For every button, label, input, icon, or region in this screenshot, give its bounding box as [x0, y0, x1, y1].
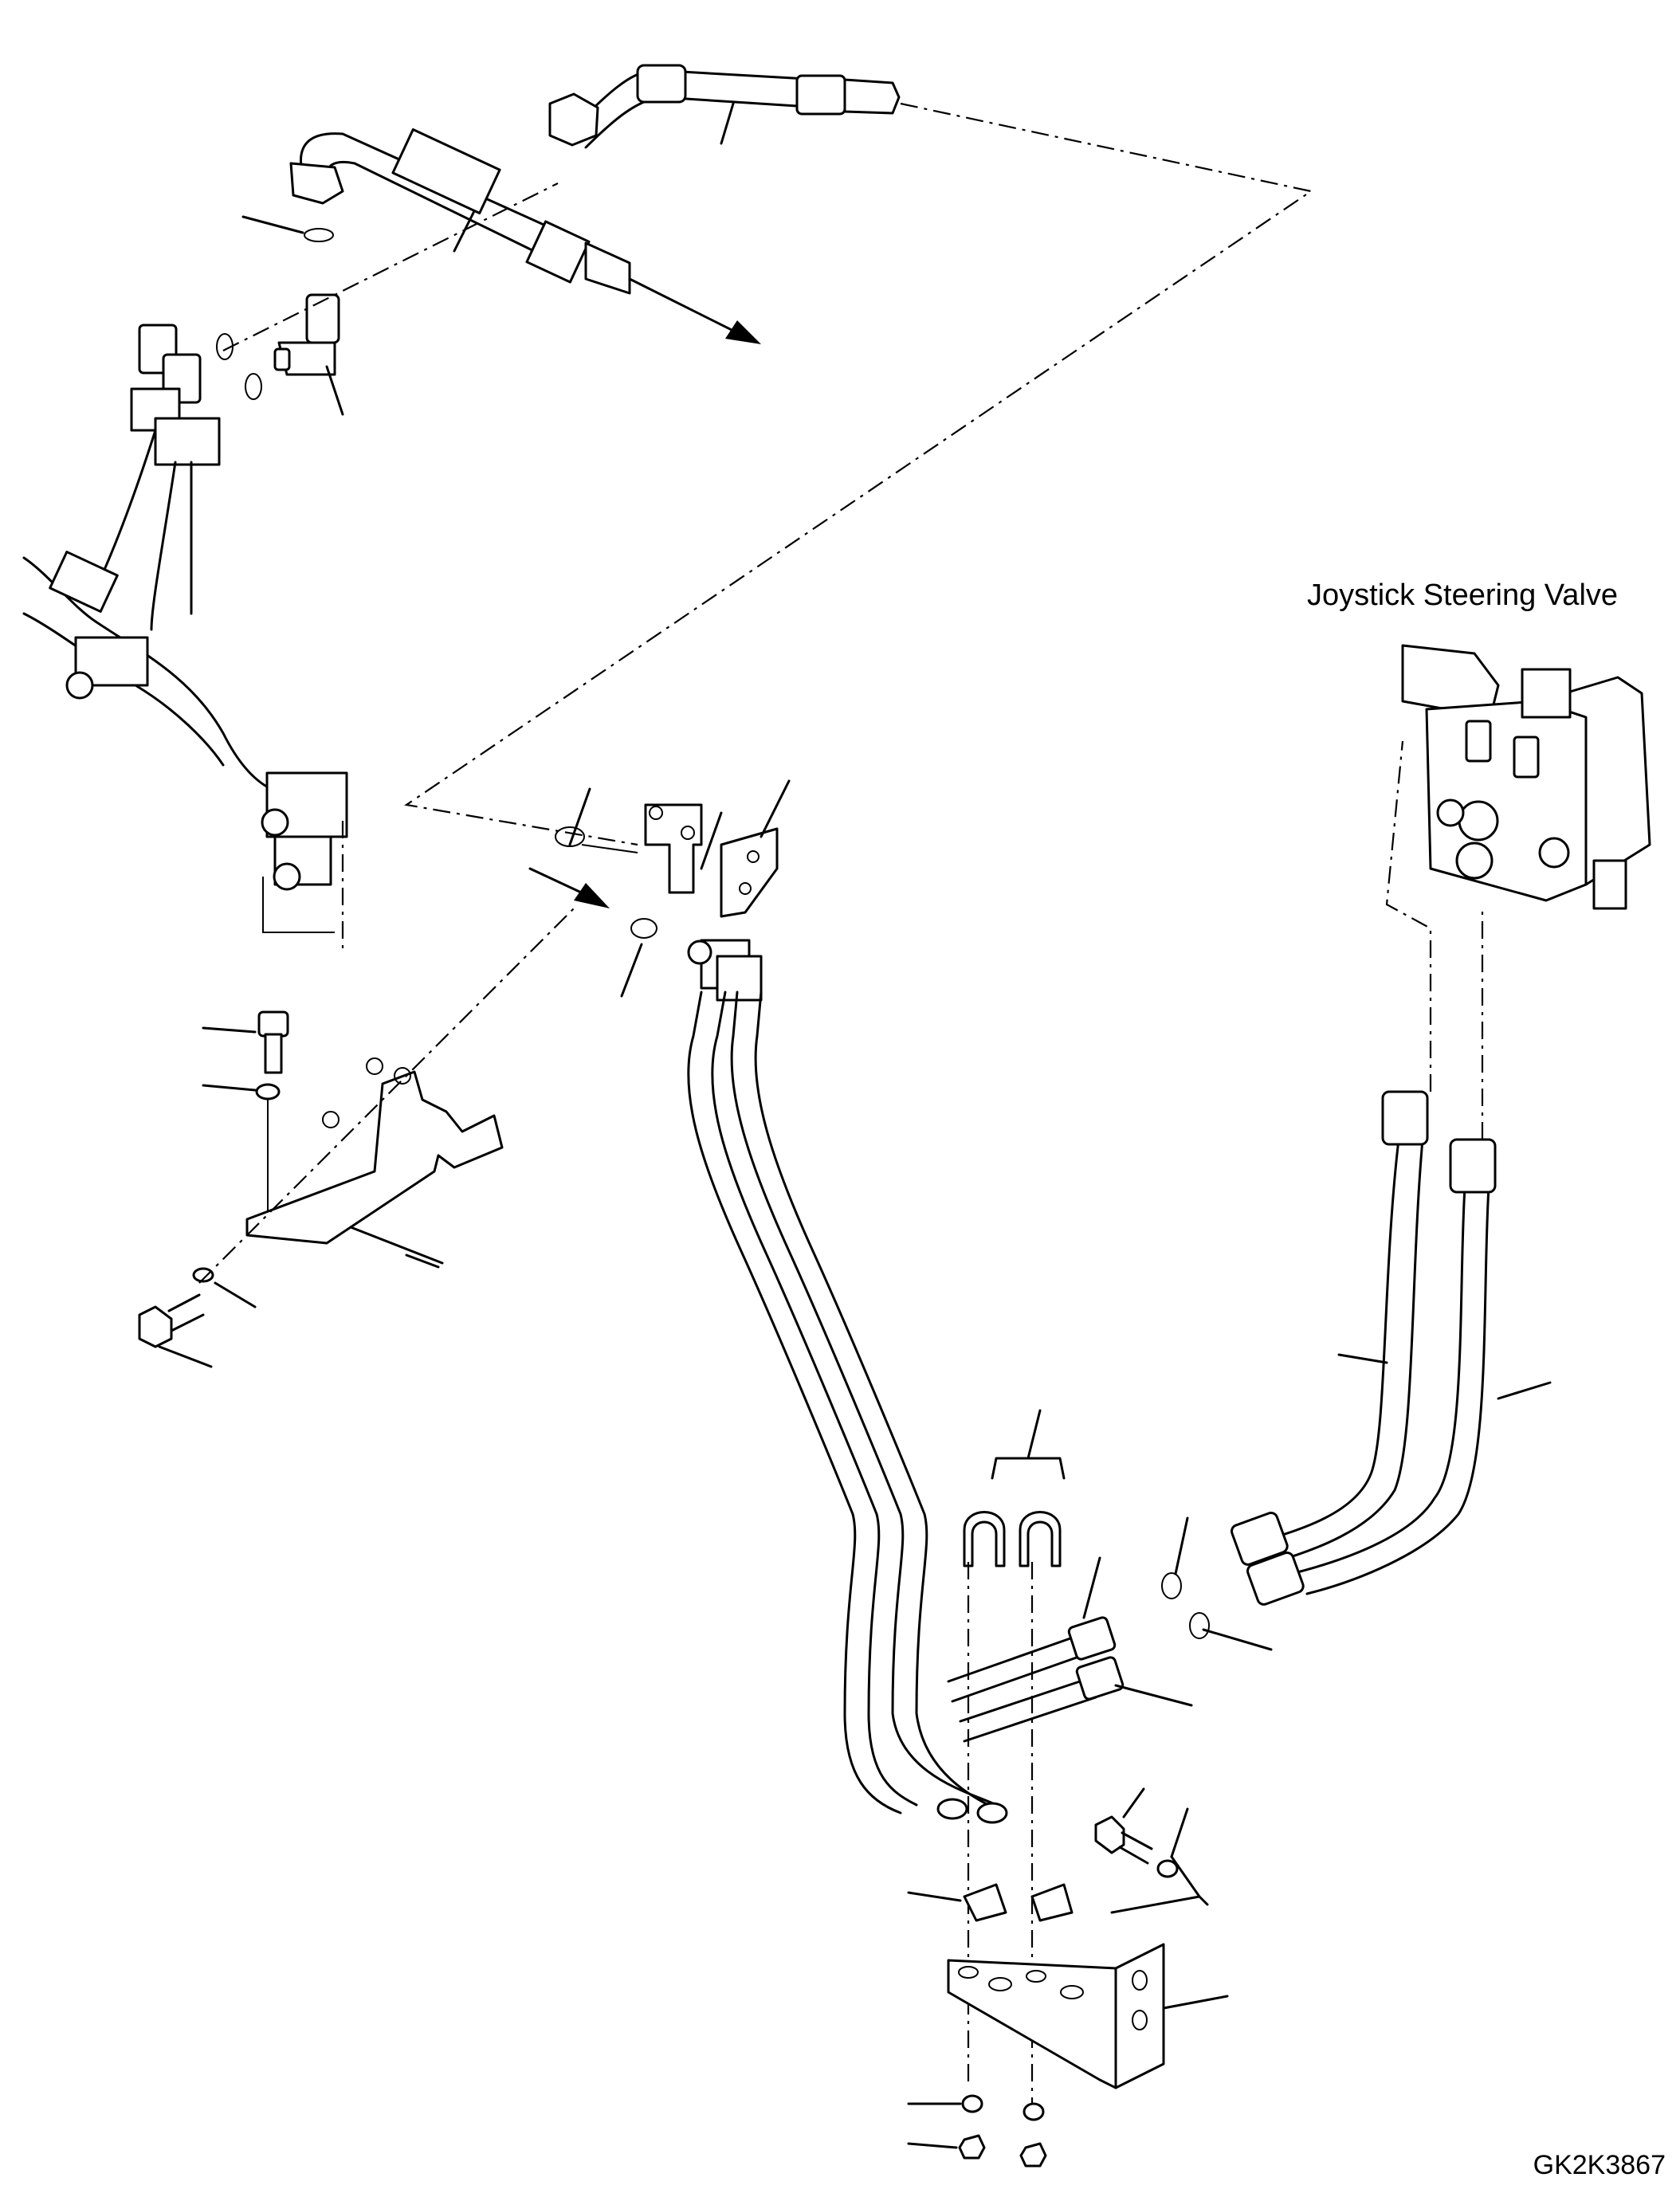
drawing-code: GK2K3867 — [1533, 2150, 1666, 2180]
valve-hoses — [1161, 740, 1552, 1651]
left-tube-assembly — [22, 324, 348, 948]
joystick-steering-valve — [1401, 644, 1651, 910]
bolt — [138, 1305, 173, 1348]
washer — [1156, 1859, 1179, 1878]
center-tube-assembly — [528, 779, 1193, 2112]
hose-fitting — [1381, 1090, 1429, 1146]
hose-fitting — [1449, 1138, 1497, 1194]
washer — [255, 1083, 281, 1100]
lower-bracket-assembly — [907, 1787, 1229, 2168]
bolt — [1094, 1815, 1125, 1854]
valve-label: Joystick Steering Valve — [1307, 579, 1619, 612]
upper-hose-assembly — [216, 64, 1313, 846]
left-bracket-assembly — [138, 908, 575, 1368]
bolt — [257, 1010, 289, 1038]
callout-line — [720, 102, 735, 145]
